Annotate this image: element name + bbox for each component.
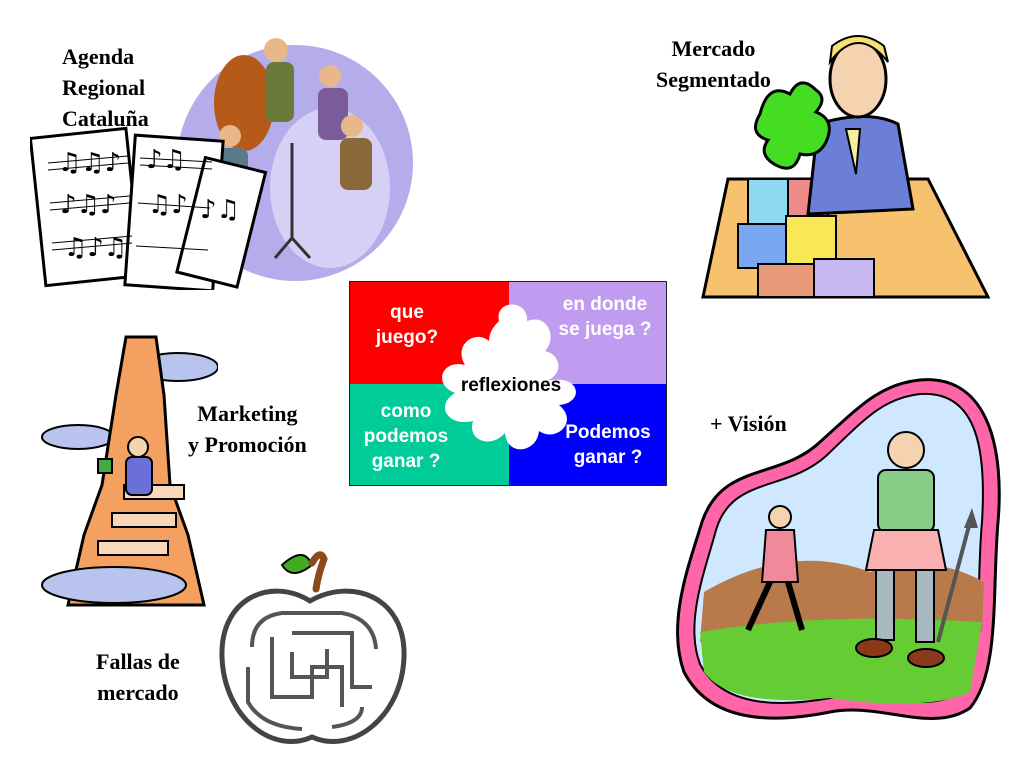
puzzle-text-como-podemos: como podemos ganar ? [363,401,449,472]
puzzle-text-podemos-ganar: Podemos ganar ? [565,422,651,468]
svg-text:♫♪♫: ♫♪♫ [64,233,127,263]
puzzle-piece-white [442,304,576,450]
puzzle-text-que-juego: que juego? [375,302,439,348]
label-agenda-regional: Agenda Regional Cataluña [62,44,149,131]
reflexiones-puzzle [349,281,667,486]
puzzle-text-reflexiones: reflexiones [460,375,562,396]
businessman-puzzle-clipart [701,35,991,299]
label-fallas-mercado: Fallas de mercado [96,649,180,705]
svg-text:♫♪: ♫♪ [148,190,188,220]
apple-maze-clipart [219,551,407,744]
svg-text:♫♫♪: ♫♫♪ [58,148,121,178]
vision-warriors-clipart [676,378,1001,720]
svg-text:♪♫: ♪♫ [200,195,240,225]
label-vision: + Visión [710,411,787,436]
orchestra-clipart: ♫♫♪ ♪♫♪ ♫♪♫ ♪♫ ♫♪ ♪♫ [30,38,413,290]
svg-text:♪♫: ♪♫ [146,145,186,175]
tower-climber-clipart [41,335,218,607]
label-marketing-promocion: Marketing y Promoción [188,401,307,457]
label-mercado-segmentado: Mercado Segmentado [656,36,771,92]
puzzle-text-en-donde: en donde se juega ? [558,294,652,340]
svg-text:♪♫♪: ♪♫♪ [60,190,117,220]
